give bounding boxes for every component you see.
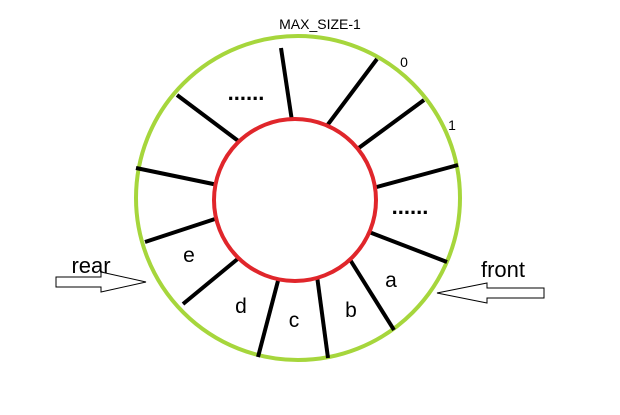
divider-line	[368, 230, 448, 264]
index-1-label: 1	[448, 117, 456, 133]
slot-label-e: e	[183, 244, 195, 267]
divider-line	[181, 255, 242, 306]
rear-arrow	[55, 271, 147, 293]
slot-label-b: b	[345, 299, 357, 322]
ellipsis-right: ......	[392, 194, 429, 219]
divider-line	[175, 93, 243, 145]
divider-line	[279, 47, 294, 122]
max-size-label: MAX_SIZE-1	[279, 16, 361, 32]
divider-line	[354, 98, 426, 152]
divider-line	[144, 216, 219, 244]
ellipsis-top: ......	[228, 80, 265, 105]
slot-dividers	[135, 47, 459, 359]
divider-line	[256, 276, 281, 358]
divider-line	[372, 163, 459, 190]
outer-ring	[134, 34, 462, 362]
inner-ring	[212, 117, 378, 283]
divider-line	[324, 57, 379, 129]
front-arrow	[436, 282, 545, 304]
front-label: front	[481, 257, 525, 282]
index-0-label: 0	[400, 54, 408, 70]
slot-label-d: d	[235, 295, 247, 318]
divider-line	[347, 256, 396, 332]
slot-label-c: c	[289, 309, 300, 332]
divider-line	[315, 275, 330, 359]
divider-line	[135, 166, 219, 187]
slot-label-a: a	[385, 269, 397, 292]
